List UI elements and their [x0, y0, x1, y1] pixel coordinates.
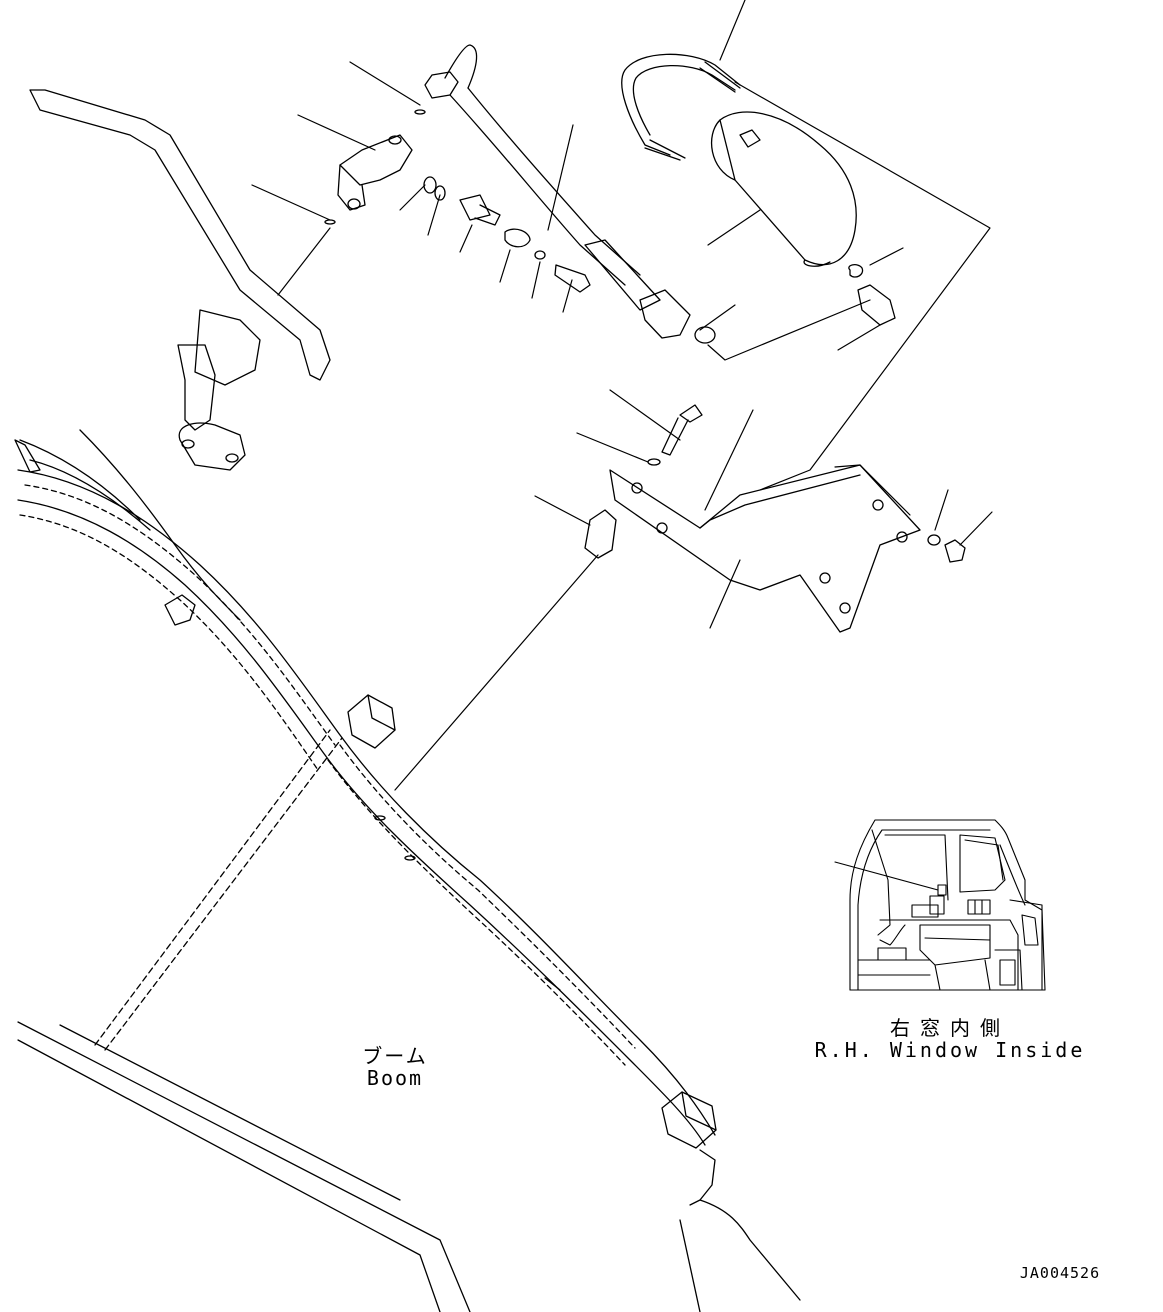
figure-id: JA004526 — [1019, 1264, 1101, 1282]
window-label-jp: 右窓内側 — [890, 1016, 1010, 1040]
hose-part — [425, 45, 715, 343]
boom-structure — [15, 430, 800, 1312]
cab-inset — [835, 820, 1045, 990]
leader-lines — [252, 0, 992, 790]
fittings — [325, 110, 895, 325]
boom-label-en: Boom — [366, 1066, 424, 1090]
handrail-pipe — [30, 90, 330, 470]
air-tank-part — [622, 54, 863, 277]
bracket-assembly — [585, 405, 965, 632]
boom-label-jp: ブーム — [362, 1044, 428, 1068]
window-label-en: R.H. Window Inside — [814, 1038, 1086, 1062]
